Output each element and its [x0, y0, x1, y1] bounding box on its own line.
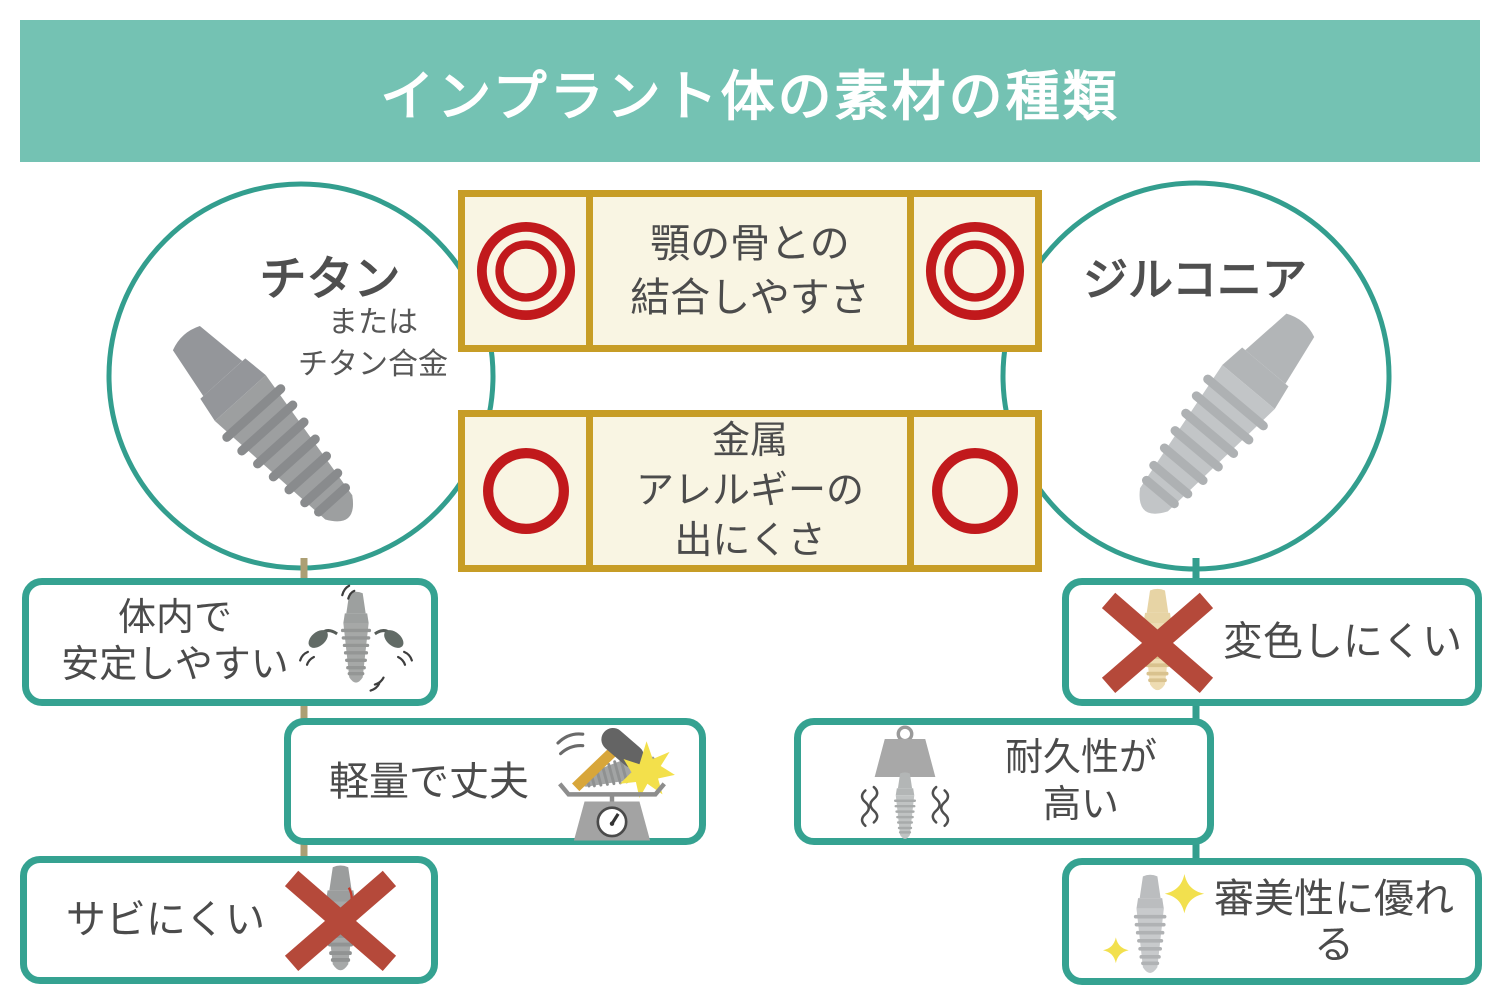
titanium-subtitle: または チタン合金 [298, 306, 448, 381]
weight-press-icon [845, 723, 965, 841]
zirconia-bone-rating [907, 197, 1035, 345]
scale-hammer-icon [537, 720, 687, 844]
feature-stable-in-body: 体内で 安定しやすい [22, 578, 438, 706]
single-circle-icon [482, 448, 569, 534]
bone-bonding-label: 顎の骨との 結合しやすさ [630, 222, 870, 320]
feature-discolor-resistant: 変色しにくい [1062, 578, 1482, 706]
comparison-row-metal-allergy: 金属 アレルギーの 出にくさ [458, 410, 1042, 572]
feature-discolor-text: 変色しにくい [1222, 620, 1463, 664]
metal-allergy-label: 金属 アレルギーの 出にくさ [635, 420, 864, 562]
feature-high-durability: 耐久性が 高い [794, 718, 1214, 845]
title-banner: インプラント体の素材の種類 [20, 20, 1480, 162]
discolor-cross-icon [1095, 582, 1220, 702]
double-circle-icon [476, 221, 575, 321]
feature-durability-text: 耐久性が 高い [1004, 736, 1157, 826]
feature-aesthetics-text: 審美性に優れる [1214, 876, 1454, 967]
stable-implant-icon [295, 584, 417, 700]
double-circle-icon [925, 221, 1024, 321]
feature-rust-text: サビにくい [65, 898, 266, 942]
zirconia-label: ジルコニア [1082, 254, 1308, 305]
titanium-label: チタン [259, 252, 401, 305]
comparison-row-bone-bonding: 顎の骨との 結合しやすさ [458, 190, 1042, 352]
zirconia-allergy-rating [907, 417, 1035, 565]
feature-stable-text: 体内で 安定しやすい [61, 597, 289, 686]
feature-rust-resistant: サビにくい [20, 856, 438, 984]
page-title: インプラント体の素材の種類 [380, 66, 1120, 127]
feature-aesthetics: 審美性に優れる [1062, 858, 1482, 985]
feature-lightweight-strong: 軽量で丈夫 [284, 718, 706, 845]
rust-cross-icon [278, 860, 403, 980]
titanium-bone-rating [465, 197, 593, 345]
single-circle-icon [931, 448, 1018, 534]
feature-lightweight-text: 軽量で丈夫 [329, 759, 529, 804]
sparkle-implant-icon [1097, 862, 1205, 982]
titanium-allergy-rating [465, 417, 593, 565]
